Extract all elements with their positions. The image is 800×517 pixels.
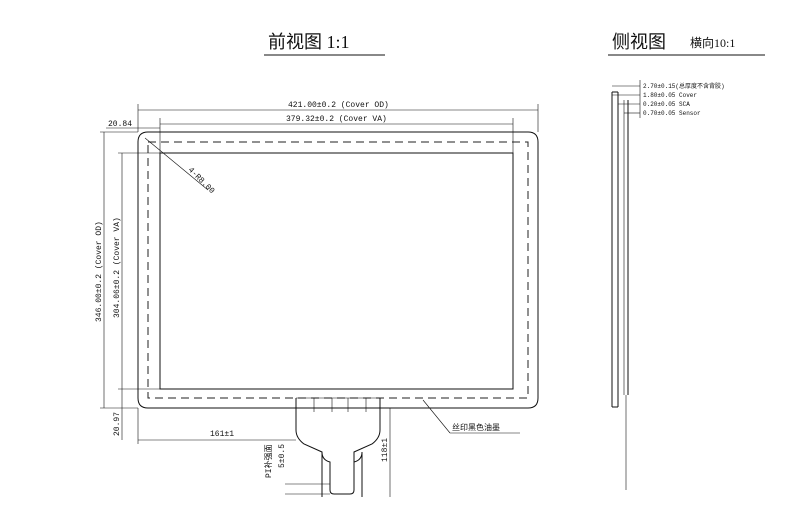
dim-fpc-length: 118±1: [381, 438, 390, 462]
fpc-tail-outline: [295, 398, 381, 497]
dim-left-offset: 20.84: [108, 120, 132, 129]
silk-note: 丝印黑色油墨: [452, 422, 500, 433]
fpc-connector: [321, 451, 363, 495]
dim-od-height: 346.00±0.2 (Cover OD): [95, 221, 104, 322]
side-view-scale: 横向10:1: [690, 35, 735, 50]
front-view-title: 前视图 1:1: [268, 32, 350, 52]
side-cover-thickness: 1.80±0.05 Cover: [643, 92, 697, 99]
cover-od-outline: [137, 131, 539, 409]
side-view-title: 侧视图: [612, 32, 666, 52]
radius-leader: [144, 137, 209, 191]
dim-fpc-position: 161±1: [210, 430, 234, 439]
side-total-thickness: 2.70±0.15(总厚度不含背胶): [643, 82, 725, 90]
dim-pin-width: 5±0.5: [278, 444, 287, 468]
pi-stiffener-label: PI补强面: [263, 444, 274, 478]
side-sensor-thickness: 0.70±0.05 Sensor: [643, 110, 701, 117]
dim-va-width: 379.32±0.2 (Cover VA): [286, 115, 387, 124]
dim-bottom-offset: 20.97: [113, 412, 122, 436]
dim-corner-radius: 4-R8.00: [186, 166, 216, 196]
display-window: [159, 152, 514, 390]
silk-leader: [422, 399, 451, 434]
dim-od-width: 421.00±0.2 (Cover OD): [288, 101, 389, 110]
side-sca-thickness: 0.20±0.05 SCA: [643, 101, 690, 108]
dim-va-height: 304.06±0.2 (Cover VA): [113, 217, 122, 318]
